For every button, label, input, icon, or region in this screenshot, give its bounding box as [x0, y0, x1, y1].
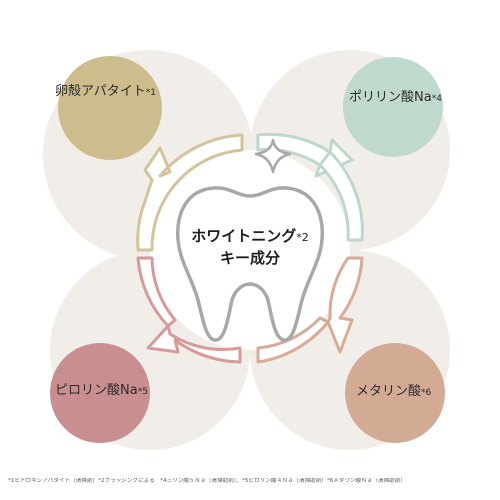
tooth-icon: [176, 186, 324, 342]
center-title-text: ホワイトニング: [191, 227, 297, 245]
center-title-mark: *2: [296, 231, 309, 244]
center-title-line1: ホワイトニング*2: [150, 226, 350, 248]
ingredient-circle-bottom-left: [50, 343, 150, 443]
center-title: ホワイトニング*2 キー成分: [150, 226, 350, 270]
ingredient-name: ピロリン酸Na: [55, 383, 138, 398]
footnotes: *1ヒドロキシアパタイト（清掃剤）*2ブラッシングによる *4三リン酸５Ｎａ（清…: [8, 478, 406, 484]
ingredient-label-bottom-right: メタリン酸*6: [356, 385, 431, 398]
ingredient-name: 卵殻アパタイト: [55, 84, 146, 99]
ingredient-name: ポリリン酸Na: [349, 90, 432, 105]
ingredient-label-top-left: 卵殻アパタイト*1: [55, 85, 156, 98]
ingredient-label-bottom-left: ピロリン酸Na*5: [55, 384, 148, 397]
arrow-segment-gold: [136, 133, 244, 252]
ingredient-label-top-right: ポリリン酸Na*4: [349, 91, 442, 104]
ingredient-circle-top-left: [58, 56, 162, 160]
arrow-segment-green-lower: [318, 150, 364, 242]
arrow-segment-salmon-lower: [256, 316, 330, 364]
ingredient-circle-bottom-right: [345, 343, 445, 443]
center-title-line2: キー成分: [219, 248, 280, 267]
footnote-mark: *6: [421, 388, 432, 398]
footnote-mark: *4: [431, 94, 442, 104]
center-disc: [150, 150, 350, 350]
arrow-segment-pink-upper: [136, 256, 177, 328]
ingredient-circle-top-right: [343, 57, 443, 157]
footnote-mark: *5: [137, 387, 148, 397]
sparkle-icon: [254, 138, 292, 174]
ingredient-name: メタリン酸: [356, 384, 422, 399]
arrow-segment-salmon: [326, 256, 364, 354]
footnote-mark: *1: [145, 88, 156, 98]
